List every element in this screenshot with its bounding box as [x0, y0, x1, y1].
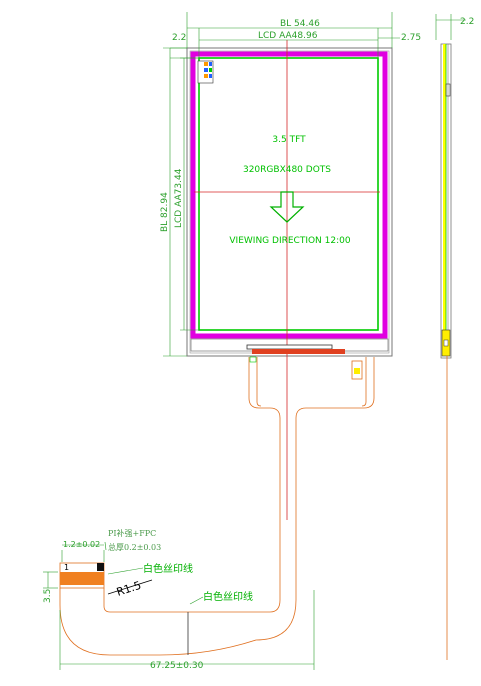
fpc-tail [59, 357, 375, 656]
silk-leader-2 [189, 596, 204, 605]
fpc-finger-area: 1 [59, 544, 105, 589]
side-glass-layer [443, 44, 446, 352]
fpc-total-width-label: 67.25±0.30 [150, 661, 204, 671]
fpc-inner-trace-1 [256, 357, 262, 407]
fpc-inner-trace-2 [361, 357, 367, 407]
finger-width-label: 1.2±0.02 [63, 540, 100, 549]
side-thickness-label: 2.2 [460, 17, 474, 27]
front-view: 3.5 TFT 320RGBX480 DOTS VIEWING DIRECTIO… [186, 40, 393, 520]
thickness-note: 总厚0.2±0.03 [108, 542, 161, 552]
top-offset-right-label: 2.75 [401, 33, 421, 43]
fpc-bond-area [252, 349, 345, 354]
backlight-inner-outline [189, 50, 390, 354]
bottom-dimensions [43, 571, 315, 670]
screen-size-text: 3.5 TFT [272, 135, 306, 145]
backlight-outline [186, 47, 393, 357]
stiffener-fill [60, 572, 104, 585]
resolution-text: 320RGBX480 DOTS [243, 165, 331, 175]
fpc-bond-strip [246, 344, 333, 350]
fpc-component-pad [354, 368, 360, 374]
top-offset-left-label: 2.2 [172, 33, 186, 43]
fpc-outline-left [103, 357, 281, 613]
silk-print-label-2: 白色丝印线 [203, 590, 253, 603]
radius-leader [107, 579, 153, 595]
bl-height-label: BL 82.94 [160, 192, 170, 232]
lcd-aa-height-label: LCD AA73.44 [174, 168, 184, 228]
pin-1-label: 1 [64, 563, 69, 572]
lcd-aa-width-label: LCD AA48.96 [258, 31, 318, 41]
bend-radius-label: R1.5 [115, 579, 143, 599]
magenta-frame [190, 51, 388, 339]
silk-leader-1 [107, 567, 144, 575]
orientation-mark [97, 563, 104, 571]
finger-length-label: 3.5 [43, 589, 53, 603]
test-pad-block [197, 60, 214, 84]
active-area-outline [198, 57, 379, 331]
viewing-direction-text: VIEWING DIRECTION 12:00 [229, 236, 350, 246]
fpc-left-pad [249, 356, 257, 363]
side-view: 2.2 [435, 14, 474, 660]
viewing-direction-arrow-icon [269, 191, 305, 223]
left-dimensions [163, 47, 199, 357]
silk-print-label-1: 白色丝印线 [143, 562, 193, 575]
bl-width-label: BL 54.46 [280, 19, 320, 29]
stiffener-note: PI补强+FPC [108, 528, 156, 538]
fpc-outline-right [59, 357, 375, 656]
